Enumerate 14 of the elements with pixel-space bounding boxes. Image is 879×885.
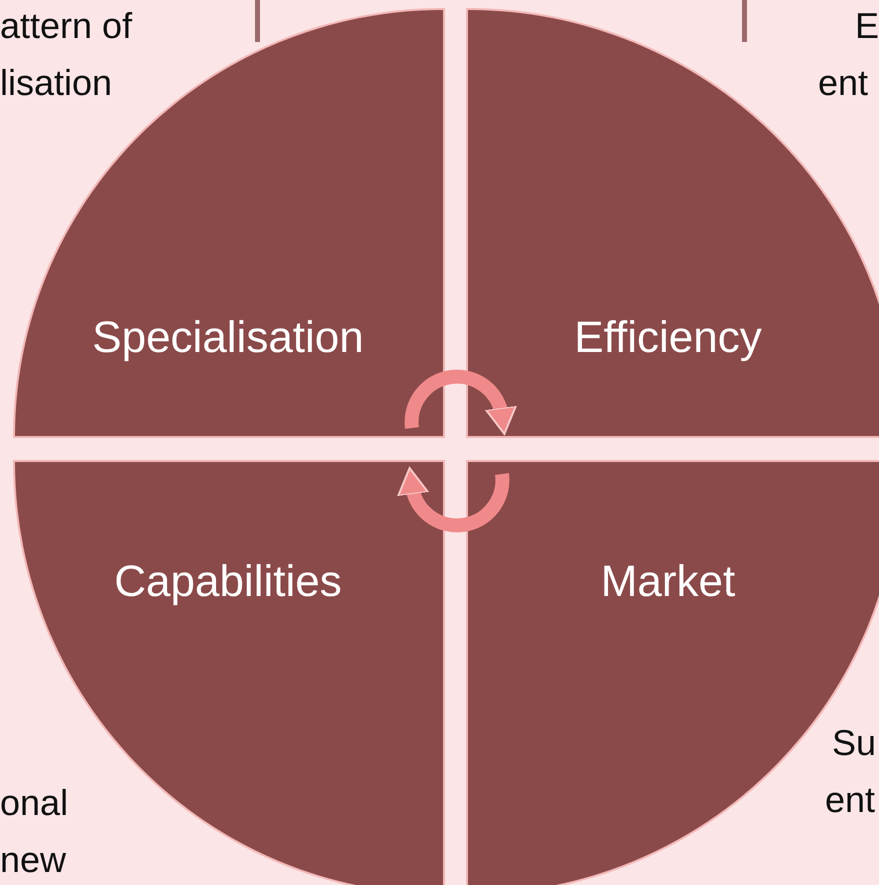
side-note: attern of	[0, 8, 132, 44]
quadrant-label: Specialisation	[92, 313, 364, 363]
quadrant-segment	[468, 462, 879, 885]
side-note: new	[0, 842, 66, 878]
quadrant-label: Efficiency	[574, 313, 762, 363]
side-note: Su	[832, 725, 876, 761]
side-note: ent	[818, 65, 868, 101]
side-note: E	[855, 8, 879, 44]
side-note: ent	[825, 782, 876, 818]
side-note: onal	[0, 785, 68, 821]
quadrant-segment	[468, 10, 879, 436]
side-note: lisation	[0, 65, 112, 101]
quadrant-label: Capabilities	[114, 557, 342, 607]
quadrant-label: Market	[600, 557, 736, 607]
